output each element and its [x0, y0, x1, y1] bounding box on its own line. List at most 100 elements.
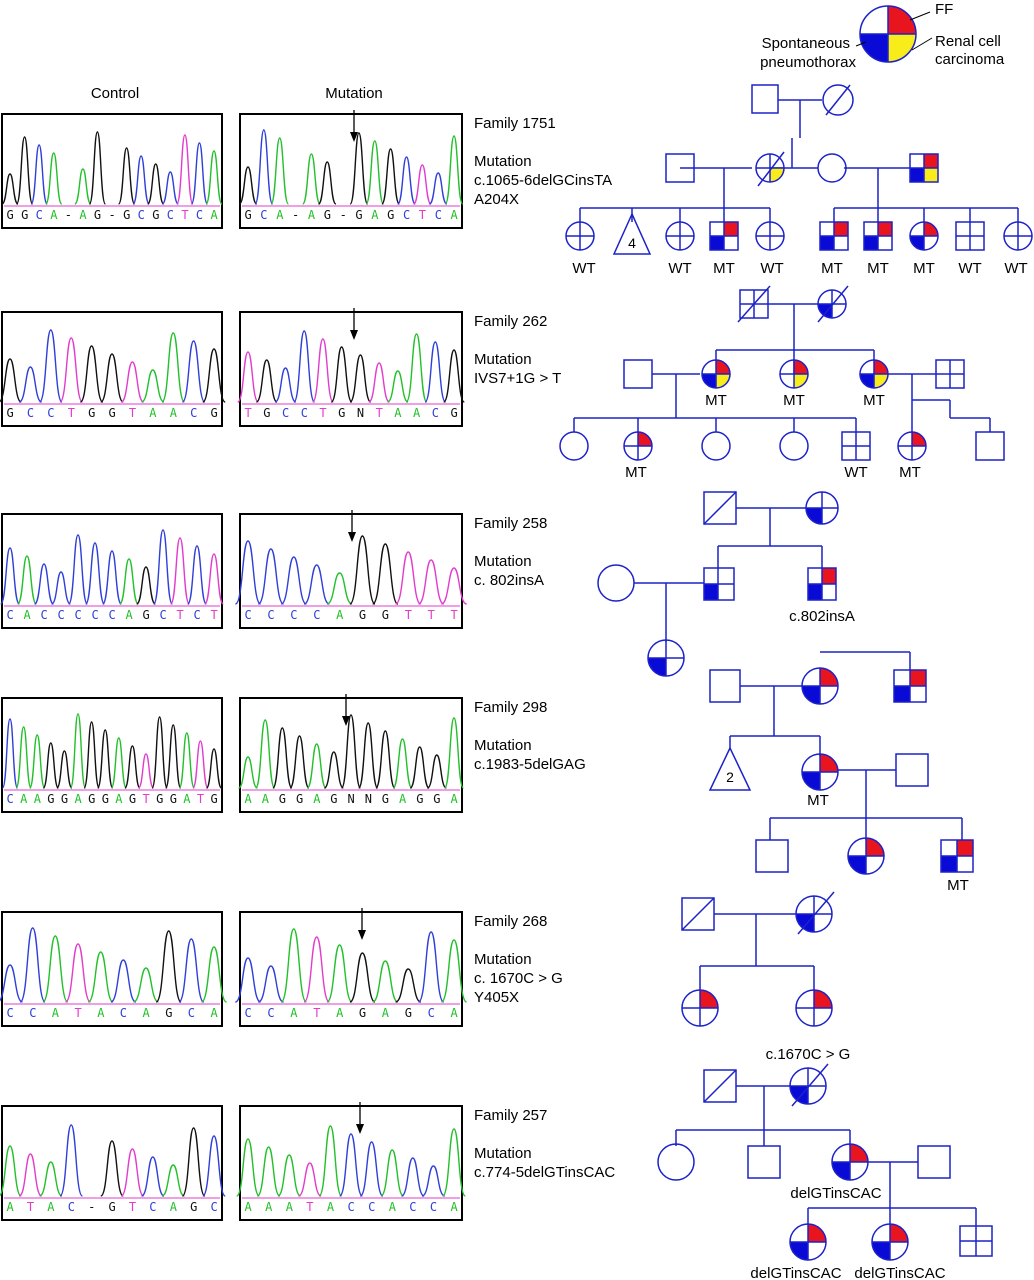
- trace-peak: [426, 754, 447, 789]
- trace-peak: [238, 166, 258, 205]
- trace-peak: [372, 960, 399, 1003]
- genotype-label: MT: [863, 392, 885, 409]
- pedigree-female-crossed: [1003, 221, 1033, 251]
- trace-peak: [326, 572, 353, 605]
- pedigree-male-crossed: [737, 285, 771, 323]
- trace-peak: [1, 718, 19, 789]
- pedigree-affected-female: [701, 359, 731, 389]
- trace-peak: [59, 1124, 84, 1197]
- trace-peak: [161, 1164, 185, 1197]
- trace-peak: [119, 558, 139, 605]
- mutation-info-line: Y405X: [474, 989, 519, 1006]
- trace-peak: [395, 968, 422, 1003]
- trace-peak: [178, 732, 195, 789]
- mutation-info-line: Mutation: [474, 737, 532, 754]
- genotype-label: c.1670C > G: [766, 1046, 851, 1063]
- pedigree-labels: 4 WT WT MT WT MT MT MT WT WT MT MT MT MT…: [572, 235, 1027, 1280]
- pedigree-family-258: [597, 491, 839, 677]
- trace-peak: [256, 1146, 281, 1197]
- trace-peak: [280, 928, 308, 1003]
- trace-peak: [380, 1149, 405, 1197]
- genotype-label: delGTinsCAC: [750, 1265, 841, 1280]
- mutation-info-line: c.1983-5delGAG: [474, 756, 586, 773]
- trace-peak: [30, 144, 48, 205]
- pedigree-female-crossed: [665, 221, 695, 251]
- trace-peak: [202, 1135, 226, 1197]
- pedigree-female: [822, 84, 854, 116]
- genotype-label: MT: [867, 260, 889, 277]
- genotype-label: WT: [668, 260, 691, 277]
- genotype-label: WT: [844, 464, 867, 481]
- mutation-info-line: c. 802insA: [474, 572, 544, 589]
- trace-peak: [120, 361, 145, 403]
- genotype-label: c.802insA: [789, 608, 855, 625]
- trace-peak: [405, 333, 428, 403]
- trace-peak: [339, 1133, 363, 1197]
- trace-peak: [381, 148, 400, 205]
- pedigree-family-1751: [565, 84, 1033, 255]
- trace-peak: [120, 1148, 145, 1197]
- trace-peak: [18, 366, 42, 403]
- sibship-count: 4: [628, 235, 636, 251]
- pedigree-affected-male: [909, 153, 939, 183]
- legend-symbol: [859, 5, 917, 63]
- trace-peak: [318, 1125, 343, 1197]
- pedigree-male: [709, 669, 741, 703]
- legend: FF Renal cell carcinoma Spontaneous pneu…: [760, 1, 1005, 71]
- pedigree-male-crossed: [955, 221, 985, 251]
- trace-peak: [326, 944, 353, 1003]
- trace-peak: [192, 740, 209, 789]
- trace-peak: [15, 136, 34, 205]
- trace-peak: [0, 547, 21, 605]
- pedigree-male: [917, 1145, 951, 1179]
- pedigree-family-268: [681, 891, 835, 1027]
- pedigree-sibship-triangle: [708, 746, 752, 791]
- trace-peak: [187, 545, 207, 605]
- pedigree-family-262: [559, 285, 1005, 461]
- mutation-info-line: c. 1670C > G: [474, 970, 563, 987]
- arrow-head: [350, 330, 358, 340]
- trace-peak: [0, 358, 22, 403]
- legend-sp-2: pneumothorax: [760, 54, 856, 71]
- pedigree-male-crossed: [703, 1069, 737, 1103]
- arrow-head: [356, 1124, 364, 1134]
- pedigree-male: [751, 84, 779, 114]
- genotype-label: MT: [913, 260, 935, 277]
- trace-peak: [428, 172, 448, 205]
- sibship-count: 2: [726, 769, 734, 785]
- trace-peak: [302, 153, 321, 205]
- trace-peak: [102, 550, 122, 605]
- pedigree-family-257: [657, 1063, 993, 1261]
- trace-peak: [277, 1154, 302, 1197]
- genotype-label: MT: [899, 464, 921, 481]
- trace-peak: [424, 341, 447, 403]
- arrow-head: [342, 716, 350, 726]
- pedigree-sibship-triangle: [612, 212, 652, 255]
- pedigree-male: [975, 431, 1005, 461]
- trace-peak: [255, 359, 278, 403]
- pedigree-affected-female: [817, 285, 849, 323]
- trace-peak: [178, 938, 205, 1003]
- trace-peak: [39, 1161, 63, 1197]
- family-label: Family 262: [474, 313, 547, 330]
- pedigree-affected-female: [623, 431, 653, 461]
- genotype-label: delGTinsCAC: [790, 1185, 881, 1202]
- trace-peak: [29, 734, 46, 789]
- trace-peak: [303, 936, 330, 1003]
- trace-peak: [42, 935, 69, 1003]
- mutation-info-line: Mutation: [474, 153, 532, 170]
- trace-peak: [257, 965, 284, 1003]
- trace-peak: [141, 369, 165, 403]
